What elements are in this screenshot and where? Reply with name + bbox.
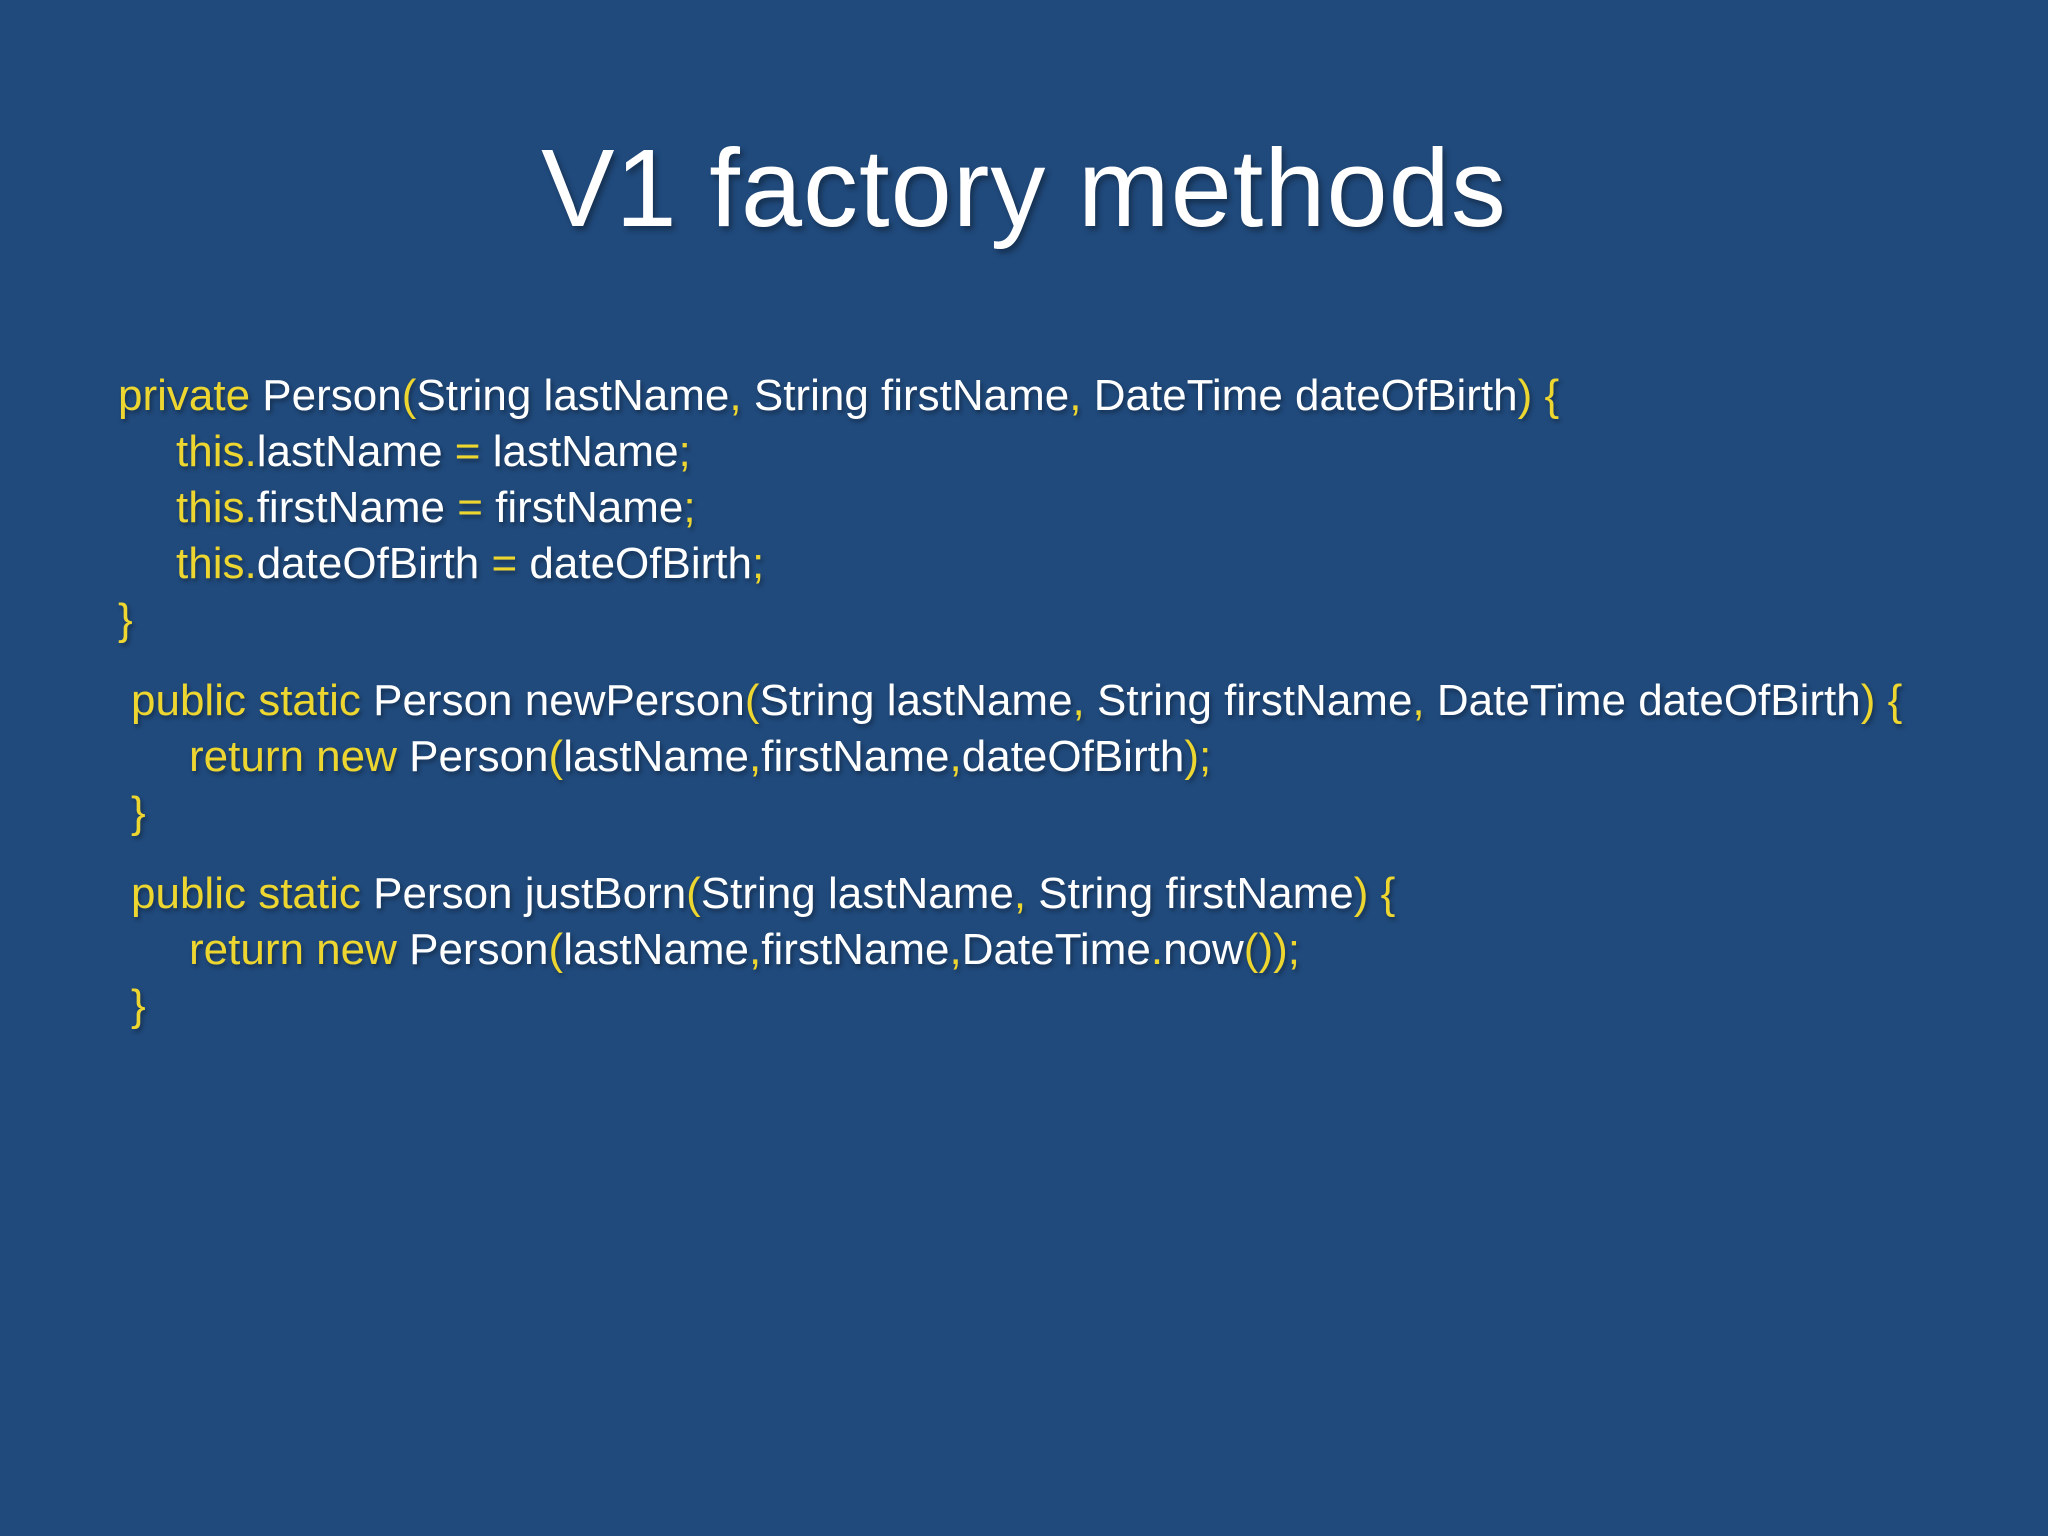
code-block: private Person(String lastName, String f…: [118, 368, 2008, 648]
code-identifier-token: firstName: [495, 483, 684, 532]
code-keyword-token: ,: [1072, 676, 1085, 725]
code-identifier-token: Person newPerson: [373, 676, 745, 725]
code-identifier-token: String firstName: [1026, 869, 1354, 918]
slide-title: V1 factory methods: [541, 127, 1507, 250]
code-identifier-token: firstName: [761, 732, 950, 781]
code-area: private Person(String lastName, String f…: [118, 368, 2008, 1034]
code-keyword-token: private: [118, 371, 263, 420]
code-keyword-token: ;: [678, 427, 691, 476]
code-identifier-token: firstName: [256, 483, 458, 532]
code-keyword-token: (: [548, 732, 564, 781]
code-identifier-token: firstName: [761, 925, 950, 974]
code-identifier-token: lastName: [492, 427, 679, 476]
code-keyword-token: this.: [176, 539, 257, 588]
code-block: public static Person newPerson(String la…: [118, 673, 2008, 841]
code-identifier-token: lastName: [256, 427, 455, 476]
code-identifier-token: Person: [409, 732, 549, 781]
code-identifier-token: Person: [262, 371, 402, 420]
code-line: return new Person(lastName,firstName,dat…: [131, 729, 2008, 785]
code-line: }: [131, 978, 2008, 1034]
code-identifier-token: String firstName: [741, 371, 1070, 420]
code-identifier-token: lastName: [563, 925, 750, 974]
code-keyword-token: this.: [176, 427, 257, 476]
code-line: return new Person(lastName,firstName,Dat…: [131, 922, 2008, 978]
code-identifier-token: Person: [409, 925, 549, 974]
code-keyword-token: return new: [189, 925, 410, 974]
code-line: private Person(String lastName, String f…: [118, 368, 2008, 424]
code-line: public static Person newPerson(String la…: [131, 673, 2008, 729]
code-keyword-token: ;: [683, 483, 696, 532]
code-keyword-token: =: [457, 483, 496, 532]
code-keyword-token: }: [118, 595, 133, 644]
code-keyword-token: ,: [949, 925, 962, 974]
code-block: public static Person justBorn(String las…: [118, 866, 2008, 1034]
code-identifier-token: String firstName: [1084, 676, 1413, 725]
code-keyword-token: }: [131, 981, 146, 1030]
code-identifier-token: dateOfBirth: [256, 539, 492, 588]
code-identifier-token: DateTime: [961, 925, 1151, 974]
code-keyword-token: public static: [131, 869, 374, 918]
code-keyword-token: ());: [1243, 925, 1300, 974]
code-identifier-token: Person justBorn: [373, 869, 687, 918]
code-line: this.firstName = firstName;: [118, 480, 2008, 536]
code-identifier-token: dateOfBirth: [961, 732, 1185, 781]
code-keyword-token: ,: [749, 732, 762, 781]
code-keyword-token: =: [454, 427, 493, 476]
code-identifier-token: String lastName: [416, 371, 730, 420]
code-identifier-token: String lastName: [700, 869, 1014, 918]
code-keyword-token: ,: [729, 371, 742, 420]
code-keyword-token: (: [744, 676, 760, 725]
code-line: this.lastName = lastName;: [118, 424, 2008, 480]
code-line: }: [118, 592, 2008, 648]
code-keyword-token: ) {: [1517, 371, 1560, 420]
code-keyword-token: public static: [131, 676, 374, 725]
code-identifier-token: lastName: [563, 732, 750, 781]
code-keyword-token: ,: [949, 732, 962, 781]
code-identifier-token: now: [1163, 925, 1244, 974]
code-line: this.dateOfBirth = dateOfBirth;: [118, 536, 2008, 592]
code-keyword-token: ,: [1412, 676, 1425, 725]
code-keyword-token: this.: [176, 483, 257, 532]
code-keyword-token: (: [401, 371, 417, 420]
code-keyword-token: =: [491, 539, 530, 588]
code-keyword-token: ) {: [1860, 676, 1903, 725]
code-keyword-token: .: [1150, 925, 1164, 974]
code-identifier-token: String lastName: [759, 676, 1073, 725]
code-keyword-token: }: [131, 788, 146, 837]
code-keyword-token: );: [1184, 732, 1212, 781]
code-keyword-token: return new: [189, 732, 410, 781]
code-keyword-token: ,: [749, 925, 762, 974]
code-keyword-token: (: [548, 925, 564, 974]
code-identifier-token: dateOfBirth: [529, 539, 752, 588]
code-line: }: [131, 785, 2008, 841]
code-keyword-token: ) {: [1353, 869, 1396, 918]
code-keyword-token: ,: [1013, 869, 1027, 918]
code-keyword-token: (: [686, 869, 701, 918]
code-identifier-token: DateTime dateOfBirth: [1424, 676, 1861, 725]
code-keyword-token: ;: [751, 539, 765, 588]
code-line: public static Person justBorn(String las…: [131, 866, 2008, 922]
code-identifier-token: DateTime dateOfBirth: [1081, 371, 1518, 420]
code-keyword-token: ,: [1069, 371, 1082, 420]
